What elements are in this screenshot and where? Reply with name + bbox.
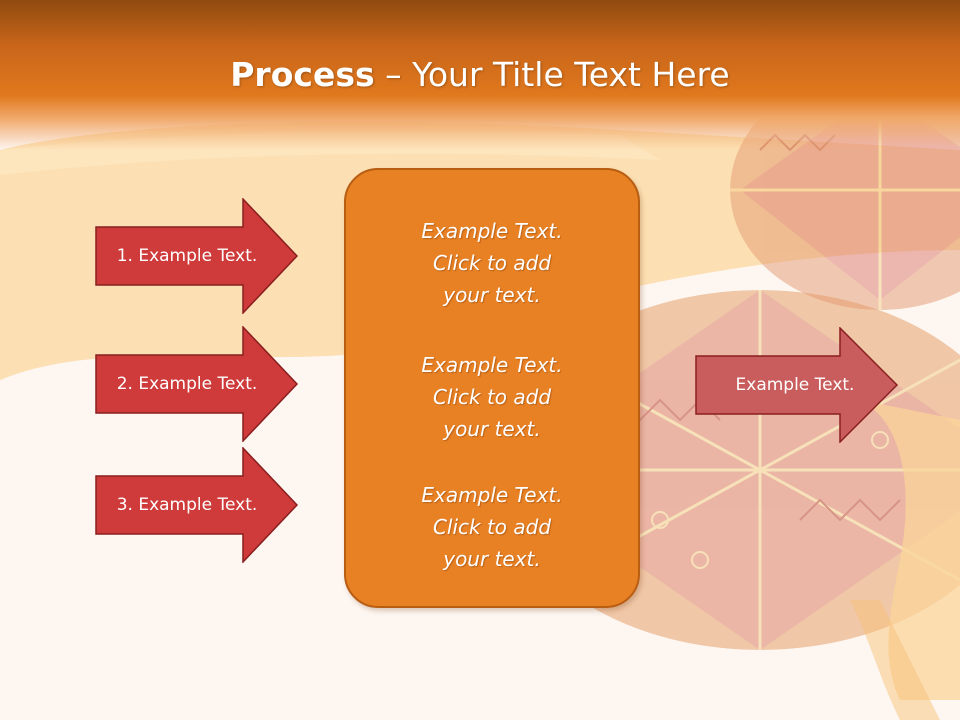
box-paragraph-3: Example Text. Click to add your text.: [346, 479, 638, 575]
output-label: Example Text.: [735, 375, 855, 395]
arrow-right-icon: [95, 326, 299, 442]
box-text-line: your text.: [443, 547, 541, 571]
step-arrow-2[interactable]: 2. Example Text.: [95, 326, 299, 442]
step-label: 1. Example Text.: [116, 246, 258, 266]
title-dash: –: [374, 55, 413, 94]
box-text-line: Example Text.: [421, 219, 563, 243]
step-arrow-1[interactable]: 1. Example Text.: [95, 198, 299, 314]
box-text-line: your text.: [443, 417, 541, 441]
title-bold: Process: [230, 55, 375, 94]
arrow-right-icon: [95, 198, 299, 314]
step-label: 3. Example Text.: [116, 495, 258, 515]
title-rest: Your Title Text Here: [412, 55, 730, 94]
slide-title[interactable]: Process – Your Title Text Here: [0, 52, 960, 98]
step-arrow-3[interactable]: 3. Example Text.: [95, 447, 299, 563]
box-text-line: Click to add: [432, 385, 552, 409]
box-text-line: Click to add: [432, 251, 552, 275]
box-text-line: Example Text.: [421, 483, 563, 507]
output-arrow[interactable]: Example Text.: [695, 327, 899, 443]
arrow-right-icon: [695, 327, 899, 443]
box-text-line: your text.: [443, 283, 541, 307]
header-band: [0, 0, 960, 150]
box-text-line: Example Text.: [421, 353, 563, 377]
center-text-box[interactable]: Example Text. Click to add your text. Ex…: [344, 168, 640, 608]
box-paragraph-1: Example Text. Click to add your text.: [346, 215, 638, 311]
box-paragraph-2: Example Text. Click to add your text.: [346, 349, 638, 445]
box-text-line: Click to add: [432, 515, 552, 539]
step-label: 2. Example Text.: [116, 374, 258, 394]
arrow-right-icon: [95, 447, 299, 563]
